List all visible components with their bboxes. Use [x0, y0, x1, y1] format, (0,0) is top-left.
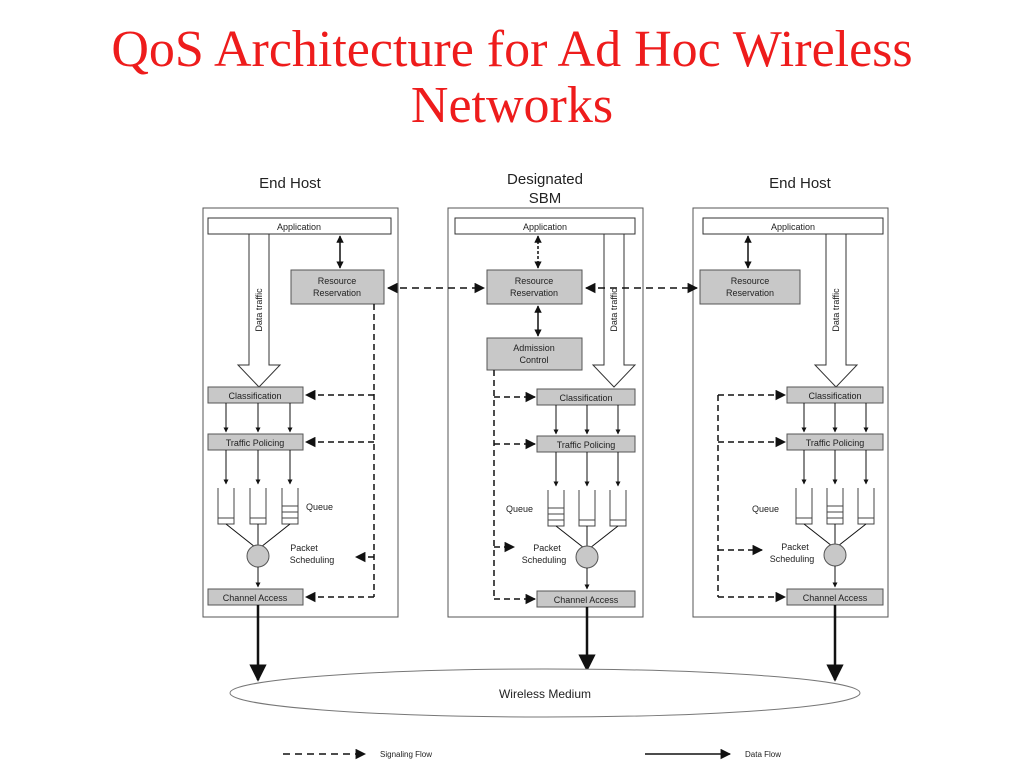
sbm-admission-control-label-1: Admission: [513, 343, 555, 353]
sbm-traffic-policing-label: Traffic Policing: [557, 440, 616, 450]
sbm-data-traffic-arrow: [591, 233, 637, 388]
slide-title-line-1: QoS Architecture for Ad Hoc Wireless: [111, 21, 913, 78]
sbm-data-traffic-label: Data traffic: [609, 288, 619, 332]
sbm-resource-reservation-label-1: Resource: [515, 276, 554, 286]
sbm-classification-box: [536, 388, 636, 406]
right-channel-access-label: Channel Access: [803, 593, 868, 603]
left-packet-scheduling-label-2: Scheduling: [290, 555, 335, 565]
right-packet-scheduling-label-1: Packet: [781, 542, 809, 552]
sbm-node: Application Data traffic Resource Reserv…: [454, 217, 637, 672]
sbm-application-label: Application: [523, 222, 567, 232]
sbm-packet-scheduling-label-1: Packet: [533, 543, 561, 553]
slide-title: QoS Architecture for Ad Hoc Wireless Net…: [0, 22, 1024, 134]
wireless-medium-label: Wireless Medium: [499, 687, 591, 701]
left-traffic-policing-label: Traffic Policing: [226, 438, 285, 448]
left-scheduler-circle: [246, 544, 270, 568]
left-data-traffic-arrow: [236, 233, 282, 388]
sbm-packet-scheduling-label-2: Scheduling: [522, 555, 567, 565]
sbm-header-line-1: Designated: [507, 171, 583, 188]
right-application-box: [702, 217, 884, 235]
legend-data-flow-label: Data Flow: [745, 750, 781, 759]
left-traffic-policing-box: [207, 433, 304, 451]
sbm-scheduler-circle: [575, 545, 599, 569]
left-channel-access-box: [207, 588, 304, 606]
sbm-admission-control-label-2: Control: [519, 355, 548, 365]
right-resource-reservation-label-2: Reservation: [726, 288, 774, 298]
right-data-traffic-label: Data traffic: [831, 288, 841, 332]
wireless-medium-ellipse: [229, 668, 861, 718]
right-scheduler-circle: [823, 543, 847, 567]
left-application-label: Application: [277, 222, 321, 232]
legend-signaling-label: Signaling Flow: [380, 750, 432, 759]
right-resource-reservation-box: [699, 269, 801, 305]
left-resource-reservation-label-2: Reservation: [313, 288, 361, 298]
right-classification-label: Classification: [808, 391, 861, 401]
left-data-traffic-label: Data traffic: [254, 288, 264, 332]
legend: Signaling Flow Data Flow: [283, 748, 781, 760]
left-packet-scheduling-label-1: Packet: [290, 543, 318, 553]
sbm-queue-label: Queue: [506, 504, 533, 514]
sbm-admission-control-box: [486, 337, 583, 371]
right-host: Application Data traffic Resource Reserv…: [699, 217, 884, 682]
sbm-header-line-2: SBM: [529, 190, 562, 207]
left-host-header: End Host: [259, 175, 322, 192]
right-queue-label: Queue: [752, 504, 779, 514]
right-traffic-policing-label: Traffic Policing: [806, 438, 865, 448]
right-resource-reservation-label-1: Resource: [731, 276, 770, 286]
right-application-label: Application: [771, 222, 815, 232]
sbm-resource-reservation-box: [486, 269, 583, 305]
left-channel-access-label: Channel Access: [223, 593, 288, 603]
right-host-header: End Host: [769, 175, 832, 192]
left-classification-label: Classification: [228, 391, 281, 401]
slide-title-line-2: Networks: [410, 77, 614, 134]
sbm-application-box: [454, 217, 636, 235]
sbm-classification-label: Classification: [559, 393, 612, 403]
left-classification-box: [207, 386, 304, 404]
sbm-traffic-policing-box: [536, 435, 636, 453]
left-application-box: [207, 217, 392, 235]
sbm-channel-access-label: Channel Access: [554, 595, 619, 605]
left-resource-reservation-label-1: Resource: [318, 276, 357, 286]
sbm-resource-reservation-label-2: Reservation: [510, 288, 558, 298]
right-packet-scheduling-label-2: Scheduling: [770, 554, 815, 564]
left-host: Application Data traffic Resource Reserv…: [207, 217, 392, 682]
left-resource-reservation-box: [290, 269, 385, 305]
right-data-traffic-arrow: [813, 233, 859, 388]
left-queue-label: Queue: [306, 502, 333, 512]
